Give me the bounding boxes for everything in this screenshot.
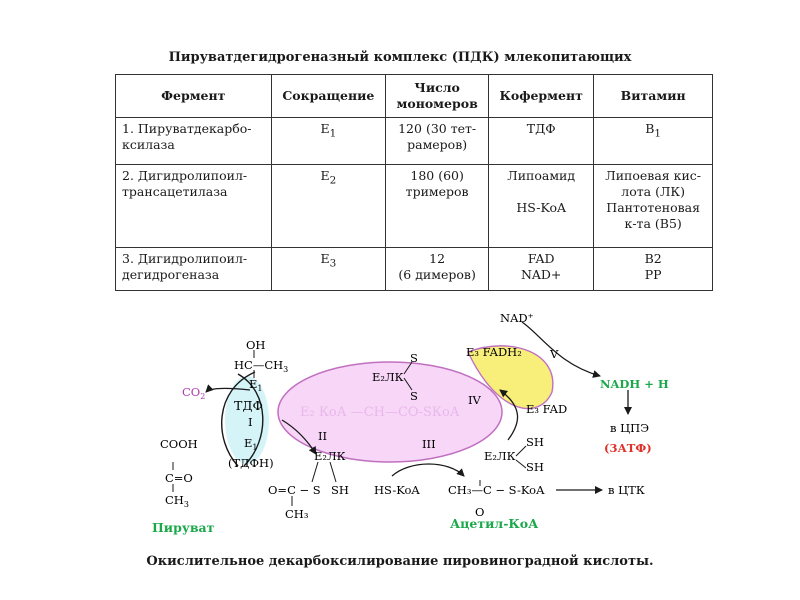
label-e3-fadh2: E₃ FADH₂ [466, 345, 522, 359]
arrow-nad [521, 321, 601, 378]
label-tdf: ТДФ [234, 398, 263, 413]
label-acetyl-o: O [475, 505, 484, 519]
label-roman-3: III [422, 437, 436, 451]
cell-enzyme: 2. Дигидролипоил- трансацетилаза [115, 164, 272, 248]
col-header-coenzyme: Кофермент [488, 74, 595, 118]
cell-vitamin: Липоевая кис- лота (ЛК) Пантотеновая к-т… [593, 164, 713, 248]
cell-coenzyme: Липоамид HS-KoA [488, 164, 595, 248]
label-e2-lk-reduced: E₂ЛК [484, 449, 516, 463]
label-s-top: S [410, 351, 418, 365]
label-e3-fad: E₃ FAD [526, 402, 567, 416]
cell-coenzyme: ТДФ [488, 117, 595, 165]
cell-monomers: 12 (6 димеров) [385, 247, 490, 291]
label-sh1: SH [526, 435, 544, 449]
bond-acyl-s [311, 461, 319, 483]
label-ch3: CH3 [165, 493, 189, 509]
label-to-tca: в ЦТК [608, 483, 645, 497]
col-header-monomers: Число мономеров [385, 74, 490, 118]
cell-monomers: 180 (60) тримеров [385, 164, 490, 248]
e1-left-curve [221, 371, 256, 467]
e2-s-bridge [403, 361, 413, 391]
label-pyruvate: Пируват [152, 520, 215, 535]
col-header-vitamin: Витамин [593, 74, 713, 118]
label-co2: CO2 [182, 385, 205, 401]
e3-region [467, 345, 554, 410]
label-nad: NAD⁺ [500, 311, 534, 325]
e1-right-curve [237, 373, 264, 467]
label-to-etc: в ЦПЭ [610, 421, 649, 435]
label-c-o: C=O [165, 471, 193, 485]
col-header-abbr: Сокращение [270, 74, 387, 118]
label-hs-koa: HS-KoA [374, 483, 420, 497]
label-acetyl-coa-formula: CH₃—C − S-KoA [448, 483, 545, 497]
col-header-enzyme: Фермент [115, 74, 272, 118]
table-row: 1. Пируватдекарбо- ксилаза E1 120 (30 те… [115, 117, 713, 165]
table-row: 3. Дигидролипоил- дегидрогеназа E3 12 (6… [115, 247, 713, 291]
label-atp: (3АТФ) [604, 441, 652, 455]
label-e1-bottom: E1 [244, 436, 258, 452]
table-row: 2. Дигидролипоил- трансацетилаза E2 180 … [115, 164, 713, 248]
table-header-row: Фермент Сокращение Число мономеров Кофер… [115, 74, 713, 118]
label-ch3-low: CH₃ [285, 507, 309, 521]
label-cooh: COOH [160, 437, 198, 451]
arrow-iv [499, 389, 519, 441]
cell-abbr: E3 [270, 247, 387, 291]
label-oh: OH [246, 338, 265, 352]
label-tdfn: (ТДФН) [228, 456, 274, 470]
label-sh2: SH [526, 460, 544, 474]
diagram-caption: Окислительное декарбоксилирование пирови… [146, 554, 654, 569]
label-roman-2: II [318, 429, 327, 443]
page-title: Пируватдегидрогеназный комплекс (ПДК) мл… [168, 50, 632, 65]
label-roman-1: I [248, 415, 253, 429]
cell-abbr: E1 [270, 117, 387, 165]
e2-sh-fork [515, 445, 527, 469]
pdc-table: Фермент Сокращение Число мономеров Кофер… [115, 74, 713, 291]
label-roman-4: IV [468, 393, 482, 407]
cell-enzyme: 3. Дигидролипоил- дегидрогеназа [115, 247, 272, 291]
label-acetyl-fragment: O=C − S [268, 483, 321, 497]
label-s-bottom: S [410, 389, 418, 403]
cell-vitamin: B2 PP [593, 247, 713, 291]
label-sh-acyl: SH [331, 483, 349, 497]
e2-cycle-ellipse [277, 361, 503, 463]
cell-coenzyme: FAD NAD+ [488, 247, 595, 291]
e1-region [225, 376, 269, 464]
label-hc-ch3: HC—CH3 [234, 358, 288, 374]
cell-enzyme: 1. Пируватдекарбо- ксилаза [115, 117, 272, 165]
bond-acyl-sh [329, 461, 337, 483]
arrow-ii [281, 419, 317, 455]
label-e1-top: E1 [249, 377, 263, 393]
overlay-text: E₂ КоА —СН—СО-SКоА [300, 405, 460, 420]
label-acetyl-coa: Ацетил-КоА [450, 516, 539, 531]
label-e2-lk-oxidized: E₂ЛК [372, 370, 404, 384]
arrow-co2 [205, 384, 251, 393]
label-roman-5: V [549, 347, 559, 361]
label-nadh: NADH + H [600, 377, 669, 391]
label-e2-lk-acyl: E₂ЛК [314, 449, 346, 463]
arrow-iii [391, 463, 465, 477]
